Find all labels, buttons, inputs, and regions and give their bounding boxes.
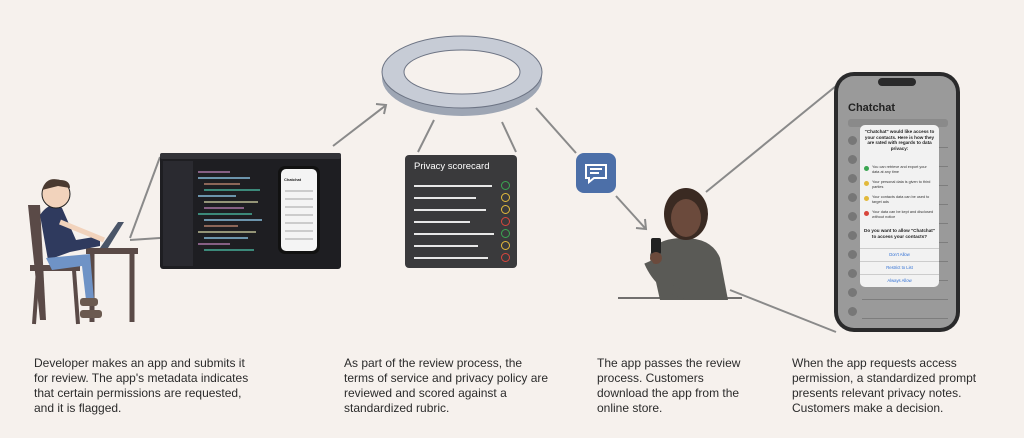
scorecard-row — [414, 241, 510, 251]
privacy-scorecard: Privacy scorecard — [405, 155, 517, 268]
connector-customer-phone-bottom — [729, 289, 837, 333]
scorecard-row-line — [414, 197, 476, 199]
search-bar[interactable] — [848, 119, 948, 127]
flow-connectors — [129, 85, 837, 333]
arrowhead-ring — [375, 103, 388, 115]
status-warning-icon — [501, 193, 510, 202]
scorecard-row-line — [414, 209, 486, 211]
scorecard-row-line — [414, 233, 494, 235]
scorecard-row — [414, 205, 510, 215]
privacy-note-indicator — [864, 211, 869, 216]
scorecard-row-line — [414, 221, 470, 223]
contact-avatar — [848, 307, 857, 316]
connector-ring-badge — [535, 107, 577, 154]
contact-avatar — [848, 269, 857, 278]
dialog-heading: "Chatchat" would like access to your con… — [864, 129, 935, 151]
laptop-app-title: Chatchat — [284, 177, 302, 182]
privacy-note-text: Your personal data is given to third par… — [872, 180, 931, 189]
review-ring — [381, 35, 543, 116]
chat-bubble-glyph — [585, 164, 607, 185]
contact-avatar — [848, 155, 857, 164]
scorecard-row-line — [414, 185, 492, 187]
caption-review: As part of the review process, the terms… — [344, 356, 549, 415]
always-allow-button[interactable]: Always Allow — [860, 274, 939, 287]
connector-developer-top — [129, 156, 161, 239]
chat-bubble-icon — [576, 153, 616, 193]
phone-notch — [878, 78, 916, 86]
dont-allow-button[interactable]: Don't Allow — [860, 248, 939, 261]
phone-app-title: Chatchat — [848, 102, 896, 114]
connector-customer-phone-top — [705, 85, 837, 193]
arrowhead-customer — [635, 218, 648, 231]
contact-divider — [862, 299, 948, 300]
status-good-icon — [501, 181, 510, 190]
contact-row[interactable] — [848, 307, 948, 319]
status-bad-icon — [501, 217, 510, 226]
connector-ring-card-left — [417, 119, 435, 153]
permission-dialog: "Chatchat" would like access to your con… — [860, 125, 939, 287]
ide-screenshot — [160, 153, 341, 269]
caption-permission: When the app requests access permission,… — [792, 356, 977, 415]
scorecard-row — [414, 217, 510, 227]
privacy-note-indicator — [864, 181, 869, 186]
connector-laptop-ring — [332, 105, 386, 147]
contact-avatar — [848, 193, 857, 202]
status-warning-icon — [501, 205, 510, 214]
connector-developer-bottom — [129, 237, 161, 241]
caption-developer: Developer makes an app and submits it fo… — [34, 356, 249, 415]
connector-ring-card-right — [501, 121, 517, 153]
scorecard-row — [414, 193, 510, 203]
phone-device: Chatchat "Chatchat" would like access to… — [834, 72, 960, 332]
privacy-note-text: Your contacts data can be used to target… — [872, 195, 930, 204]
status-good-icon — [501, 229, 510, 238]
contact-row[interactable] — [848, 288, 948, 300]
restrict-to-list-button[interactable]: Restrict to List — [860, 261, 939, 274]
contact-avatar — [848, 174, 857, 183]
developer-illustration — [28, 179, 138, 325]
privacy-note-indicator — [864, 166, 869, 171]
scorecard-row-line — [414, 245, 478, 247]
contact-divider — [862, 318, 948, 319]
connector-badge-customer — [615, 195, 646, 229]
privacy-note-indicator — [864, 196, 869, 201]
contact-avatar — [848, 231, 857, 240]
caption-download: The app passes the review process. Custo… — [597, 356, 741, 415]
status-warning-icon — [501, 241, 510, 250]
scorecard-row — [414, 229, 510, 239]
privacy-note-text: You can retrieve and export your data at… — [872, 165, 927, 174]
contact-avatar — [848, 288, 857, 297]
status-bad-icon — [501, 253, 510, 262]
privacy-note-text: Your data can be kept and disclosed with… — [872, 210, 934, 219]
scorecard-row — [414, 181, 510, 191]
contact-avatar — [848, 250, 857, 259]
dialog-question: Do you want to allow "Chatchat" to acces… — [864, 228, 935, 239]
scorecard-title: Privacy scorecard — [414, 161, 490, 172]
contact-avatar — [848, 212, 857, 221]
scorecard-row — [414, 253, 510, 263]
phone-screen: Chatchat "Chatchat" would like access to… — [838, 76, 956, 328]
scorecard-row-line — [414, 257, 488, 259]
contact-avatar — [848, 136, 857, 145]
customer-illustration — [618, 188, 742, 300]
